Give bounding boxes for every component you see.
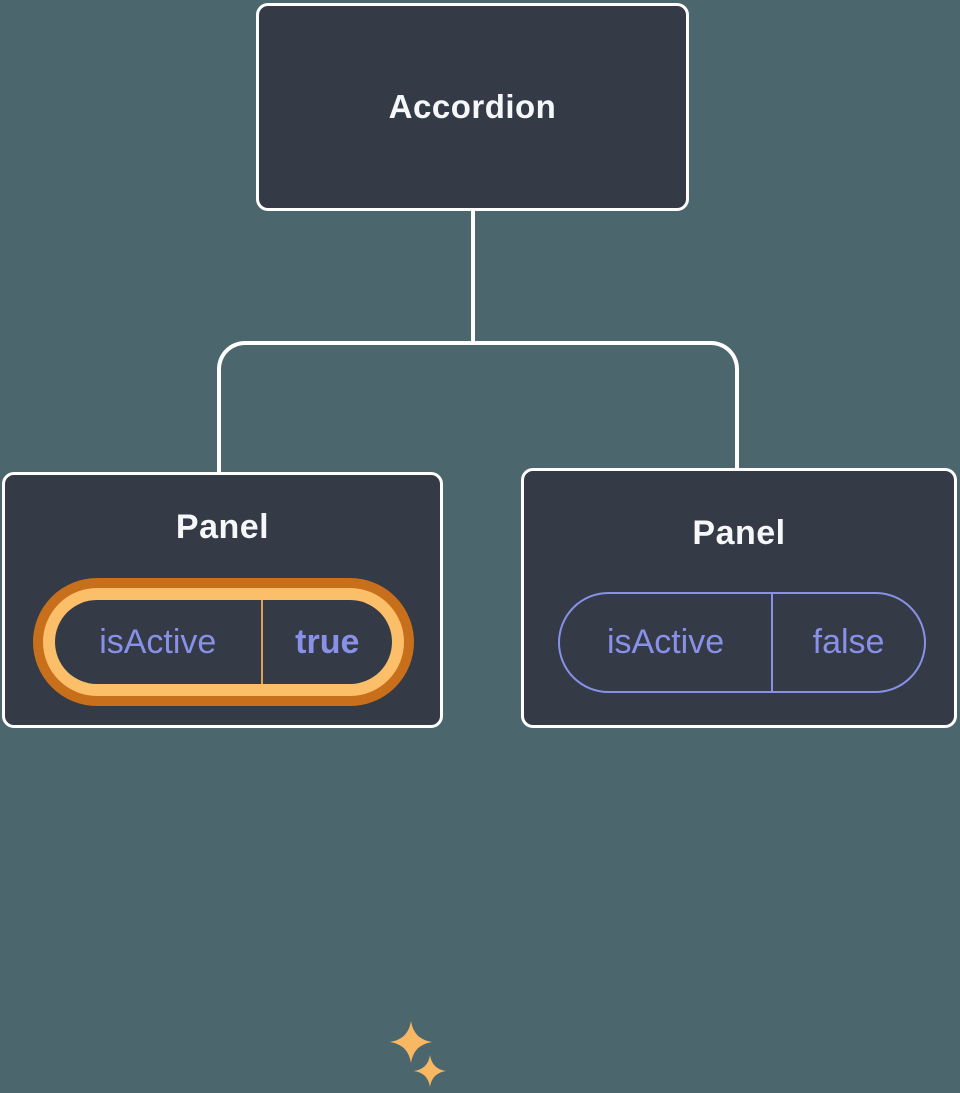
pill-divider — [260, 600, 263, 684]
accordion-node: Accordion — [256, 3, 689, 211]
state-pill-active: isActive true — [33, 578, 414, 706]
accordion-node-label: Accordion — [388, 88, 557, 125]
state-prop-value: false — [812, 623, 885, 661]
panel-node-active: Panel isActive true — [2, 472, 446, 1087]
panel-active-label: Panel — [175, 508, 270, 546]
panel-node-inactive: Panel isActive false — [521, 468, 957, 728]
panel-inactive-label: Panel — [692, 514, 786, 552]
state-prop-name: isActive — [99, 622, 217, 661]
state-pill-active-inner: isActive true — [55, 600, 392, 684]
state-prop-value: true — [295, 622, 360, 661]
state-prop-name: isActive — [606, 623, 725, 661]
tree-connector-stem — [471, 209, 475, 343]
state-pill-inactive: isActive false — [558, 592, 926, 693]
tree-connector-branch — [217, 341, 739, 474]
pill-divider — [771, 594, 774, 691]
sparkles-icon — [390, 1021, 446, 1087]
